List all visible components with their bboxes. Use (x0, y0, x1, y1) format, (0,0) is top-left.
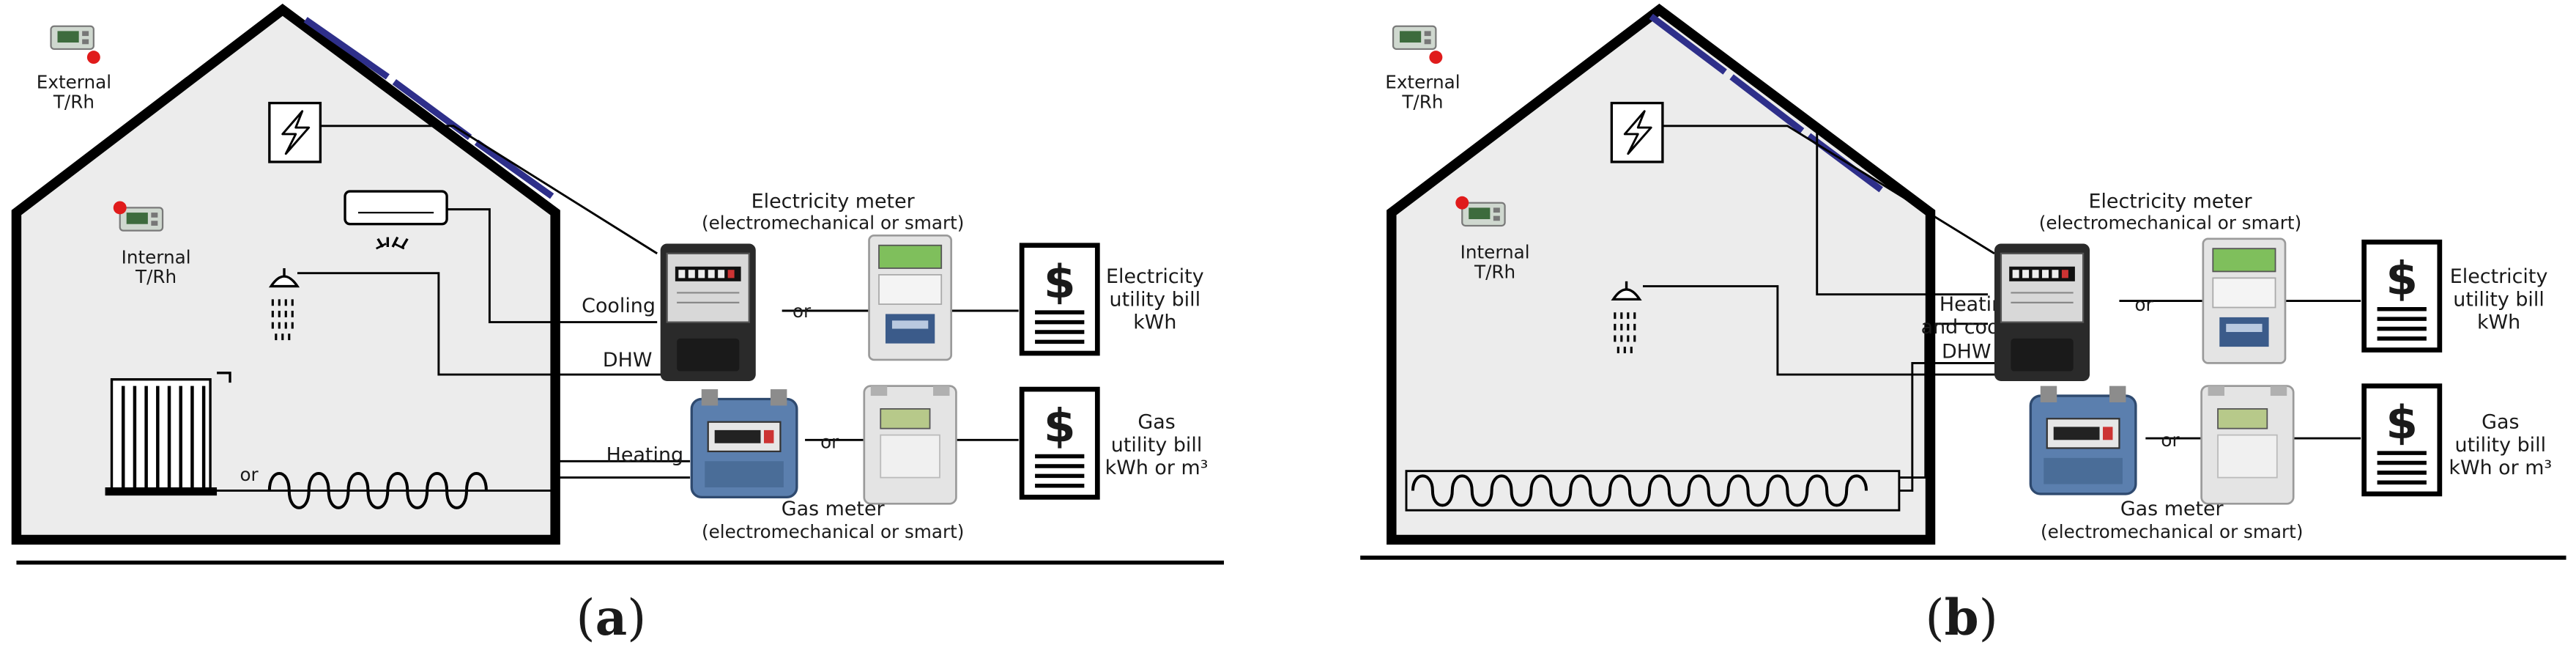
electricity-bill-label-line3: kWh (2477, 311, 2520, 334)
panel-a: External T/Rh Internal T/Rh (11, 3, 1225, 646)
gas-bill: $ (1022, 389, 1097, 497)
electricity-bill-label-line2: utility bill (1110, 288, 1201, 311)
electricity-line-label: Cooling (582, 295, 656, 317)
lightning-icon (1623, 110, 1652, 155)
panel-caption: (a) (576, 589, 646, 646)
solar-panel-array (1649, 13, 1883, 193)
lightning-icon (281, 110, 311, 155)
dhw-label: DHW (603, 349, 653, 372)
wiring (1642, 125, 2361, 492)
sensor-device-icon (119, 207, 164, 232)
sensor-device-icon (1461, 202, 1506, 227)
shower-head-icon (268, 268, 300, 341)
electricity-meter-mechanical (659, 243, 757, 383)
sensor-indicator-dot (1429, 51, 1443, 64)
internal-sensor: Internal T/Rh (113, 201, 191, 287)
gas-bill-label-line2: utility bill (2455, 434, 2547, 457)
gas-bill-label-line2: utility bill (1111, 434, 1203, 457)
internal-sensor: Internal T/Rh (1455, 196, 1530, 282)
internal-sensor-label-line1: Internal (122, 246, 191, 268)
gas-meter-label-line2: (electromechanical or smart) (702, 521, 964, 542)
gas-bill-label-line3: kWh or m³ (2449, 457, 2552, 479)
meter-or-label-top: or (2134, 294, 2153, 315)
gas-meter-label-line2: (electromechanical or smart) (2041, 521, 2303, 542)
dollar-icon: $ (2386, 396, 2418, 449)
gas-meter-label-line1: Gas meter (2120, 498, 2224, 520)
gas-bill-label-line1: Gas (1137, 411, 1175, 434)
panel-b: External T/Rh Internal T/Rh (1360, 3, 2566, 646)
electricity-meter-mechanical (1993, 243, 2091, 383)
electrical-panel (268, 101, 322, 163)
heating-label: Heating (606, 443, 683, 466)
gas-bill-label-line1: Gas (2482, 411, 2519, 434)
sensor-indicator-dot (86, 51, 100, 64)
electricity-meter-label-line1: Electricity meter (751, 190, 916, 213)
radiator-icon (105, 372, 231, 496)
electricity-meter-label-line1: Electricity meter (2088, 190, 2252, 213)
underfloor-coil-icon (267, 472, 488, 509)
external-sensor-label-line1: External (37, 72, 111, 93)
electricity-bill: $ (1022, 246, 1097, 353)
sensor-device-icon (1392, 25, 1437, 51)
gas-meter-smart (2200, 385, 2295, 505)
sensor-device-icon (50, 25, 94, 51)
electricity-meter-label-line2: (electromechanical or smart) (702, 212, 964, 233)
external-sensor: External T/Rh (37, 25, 111, 112)
gas-bill: $ (2364, 386, 2440, 494)
dollar-icon: $ (2386, 252, 2418, 306)
gas-meter-mechanical (2029, 384, 2137, 495)
gas-meter-mechanical (690, 388, 798, 499)
electricity-bill-label-line1: Electricity (2450, 265, 2548, 288)
electrical-panel (1610, 101, 1664, 163)
electricity-meter-label-line2: (electromechanical or smart) (2039, 212, 2301, 233)
electricity-bill-label-line1: Electricity (1106, 265, 1204, 288)
electricity-bill-label-line3: kWh (1133, 311, 1176, 334)
external-sensor-label-line2: T/Rh (53, 91, 94, 112)
panel-caption: (b) (1925, 589, 1998, 646)
wiring (210, 125, 1019, 492)
air-conditioner (344, 190, 448, 250)
sensor-indicator-dot (113, 201, 127, 215)
internal-sensor-label-line1: Internal (1460, 242, 1530, 263)
external-sensor-label-line1: External (1385, 72, 1460, 93)
dollar-icon: $ (1044, 399, 1076, 453)
gas-meter-label-line1: Gas meter (782, 498, 886, 520)
meter-or-label-top: or (793, 300, 812, 322)
electricity-meter-smart (868, 234, 953, 361)
airflow-icon (376, 236, 409, 248)
dhw-label: DHW (1942, 341, 1992, 364)
external-sensor: External T/Rh (1385, 25, 1460, 112)
meter-or-label-bottom: or (2161, 429, 2180, 451)
sensor-indicator-dot (1455, 196, 1469, 210)
meter-or-label-bottom: or (820, 431, 839, 452)
radiator-or-label: or (240, 464, 259, 485)
internal-sensor-label-line2: T/Rh (1474, 261, 1515, 282)
underfloor-coil-icon (1411, 474, 1868, 507)
electricity-bill: $ (2364, 242, 2440, 350)
shower-head-icon (1611, 281, 1642, 354)
external-sensor-label-line2: T/Rh (1401, 91, 1443, 112)
dollar-icon: $ (1044, 255, 1076, 309)
gas-bill-label-line3: kWh or m³ (1105, 457, 1209, 479)
internal-sensor-label-line2: T/Rh (135, 266, 177, 287)
electricity-meter-smart (2202, 237, 2287, 364)
gas-meter-smart (863, 385, 957, 505)
electricity-bill-label-line2: utility bill (2453, 288, 2545, 311)
house-outline (1387, 3, 1936, 545)
